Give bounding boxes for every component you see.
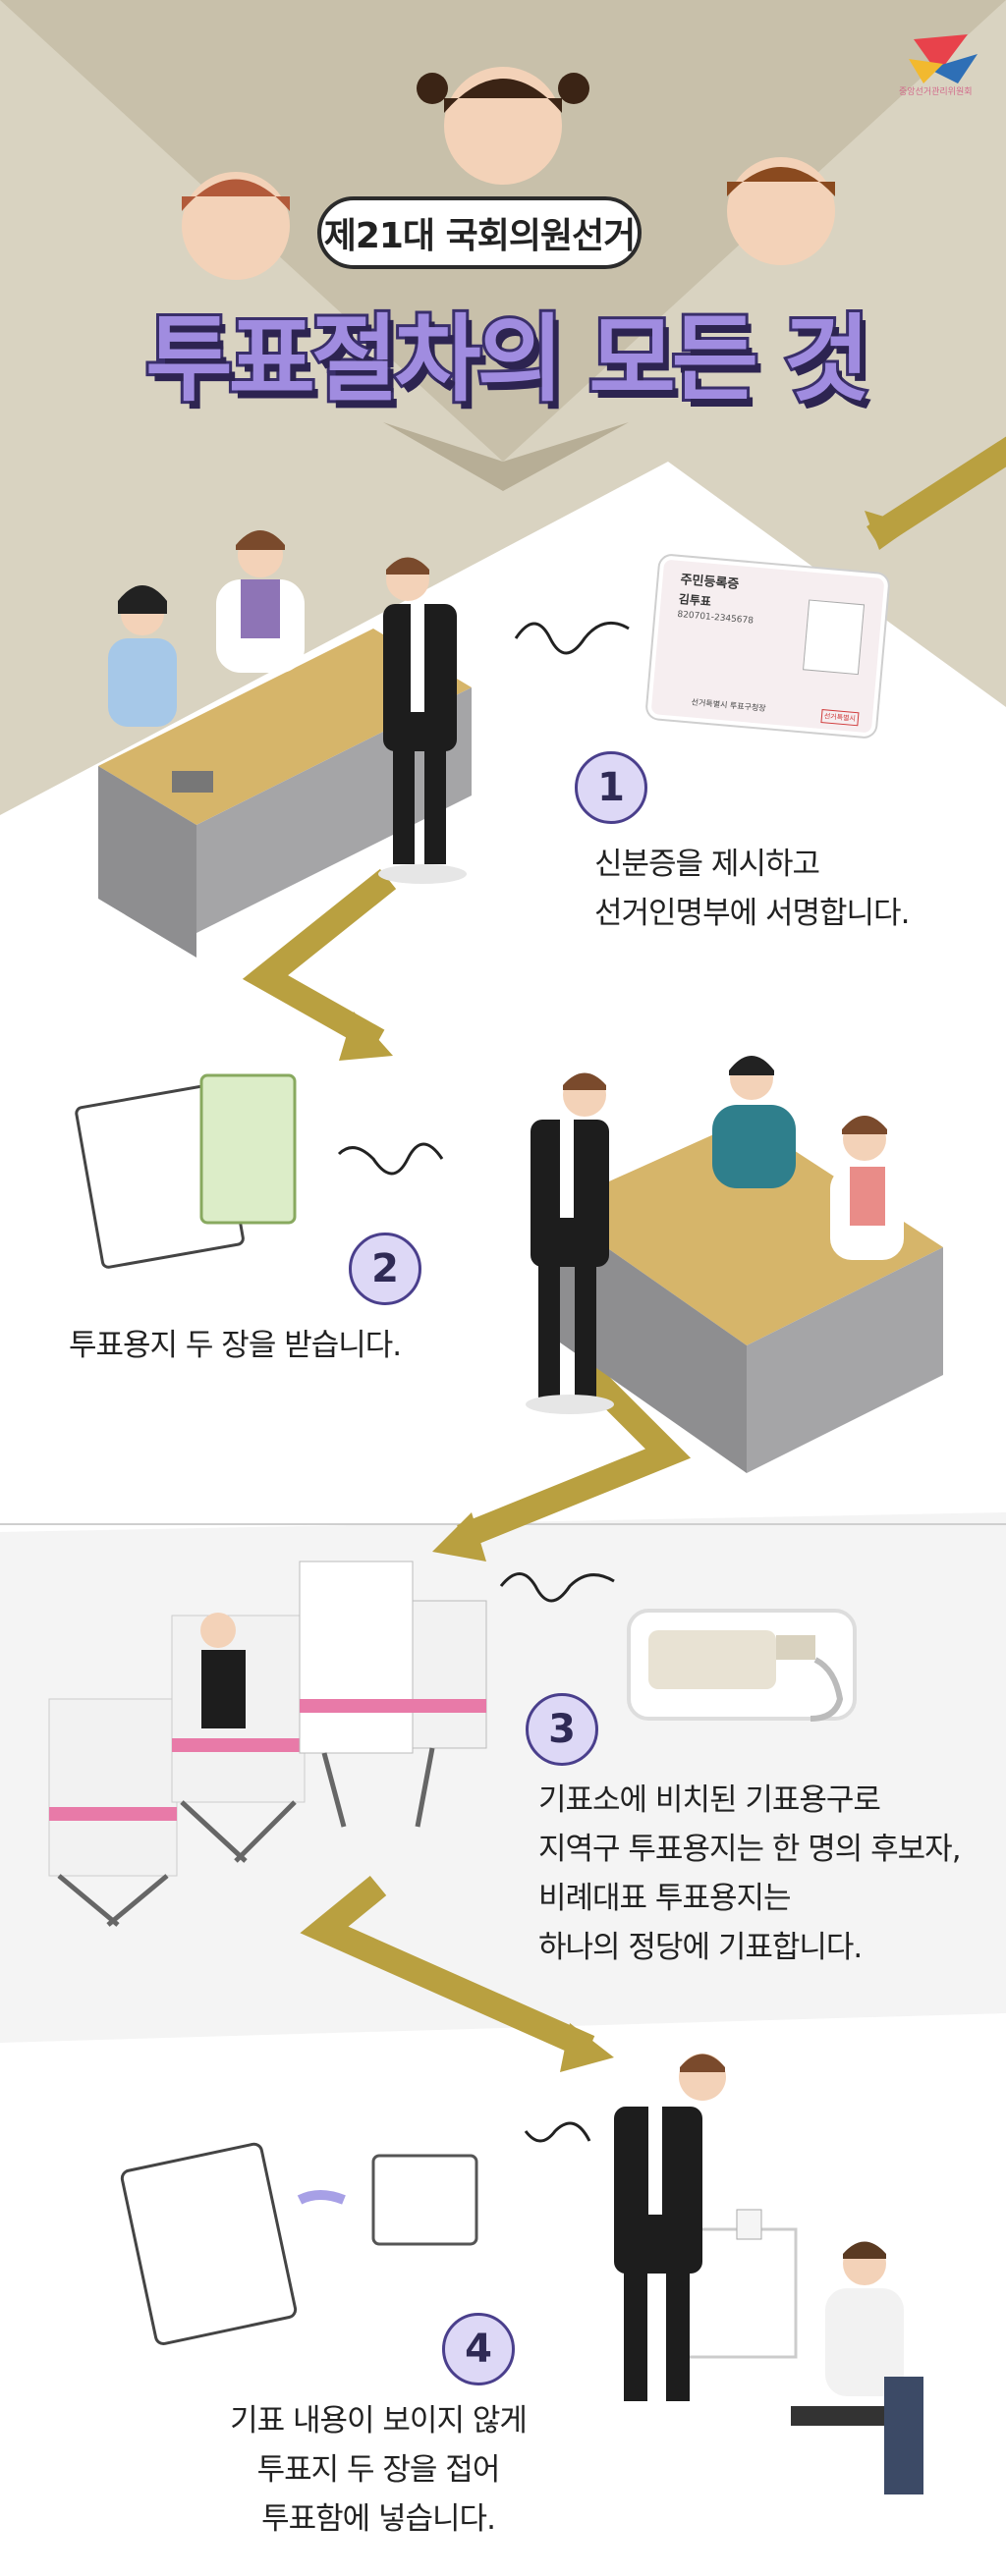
id-card-stamp: 선거특별시 <box>820 709 860 727</box>
staff-figures-1 <box>108 530 305 727</box>
step-3-number: 3 <box>526 1693 598 1766</box>
voter-figure-2 <box>526 1072 614 1414</box>
step-1-number: 1 <box>575 751 647 824</box>
step-4-text: 기표 내용이 보이지 않게 투표지 두 장을 접어 투표함에 넣습니다. <box>230 2403 528 2537</box>
id-card-issuer: 선거특별시 투표구청장 <box>691 697 767 714</box>
staff-figures-2 <box>712 1056 904 1260</box>
step-2-number: 2 <box>349 1233 421 1305</box>
curly-arrow-3 <box>499 1572 615 1603</box>
curly-arrow-2 <box>337 1142 444 1176</box>
step-4-number: 4 <box>442 2313 515 2385</box>
child-characters <box>182 67 835 280</box>
step-2-text: 투표용지 두 장을 받습니다. <box>69 1328 402 1363</box>
id-card-photo <box>803 599 866 676</box>
voter-figure-1 <box>378 557 467 884</box>
logo-mark <box>909 34 978 83</box>
page-title: 투표절차의 모든 것 <box>142 301 872 417</box>
id-card-number: 820701-2345678 <box>677 609 754 627</box>
folded-ballot-illustration <box>120 2142 478 2346</box>
ballot-papers-illustration <box>75 1073 297 1269</box>
path-arrow-1 <box>866 436 1006 548</box>
step-1-text: 신분증을 제시하고 선거인명부에 서명합니다. <box>594 847 910 931</box>
id-card-title: 주민등록증 <box>679 573 740 593</box>
subtitle-pill: 제21대 국회의원선거 <box>317 196 642 269</box>
voting-booths-3 <box>48 1561 487 1927</box>
ballot-box-scene-4 <box>614 2054 923 2494</box>
distribution-desk-2 <box>550 1120 943 1473</box>
id-card-name: 김투표 <box>678 591 712 609</box>
ceiling-v-shadow <box>383 422 629 491</box>
step-3-text: 기표소에 비치된 기표용구로 지역구 투표용지는 한 명의 후보자, 비례대표 … <box>538 1782 962 1965</box>
logo-text: 중앙선거관리위원회 <box>899 87 973 97</box>
curly-arrow-1 <box>514 621 630 655</box>
id-card: 주민등록증 김투표 820701-2345678 선거특별시 투표구청장 선거특… <box>646 555 889 738</box>
stamp-tool-illustration <box>627 1609 857 1722</box>
curly-arrow-4 <box>524 2121 591 2143</box>
